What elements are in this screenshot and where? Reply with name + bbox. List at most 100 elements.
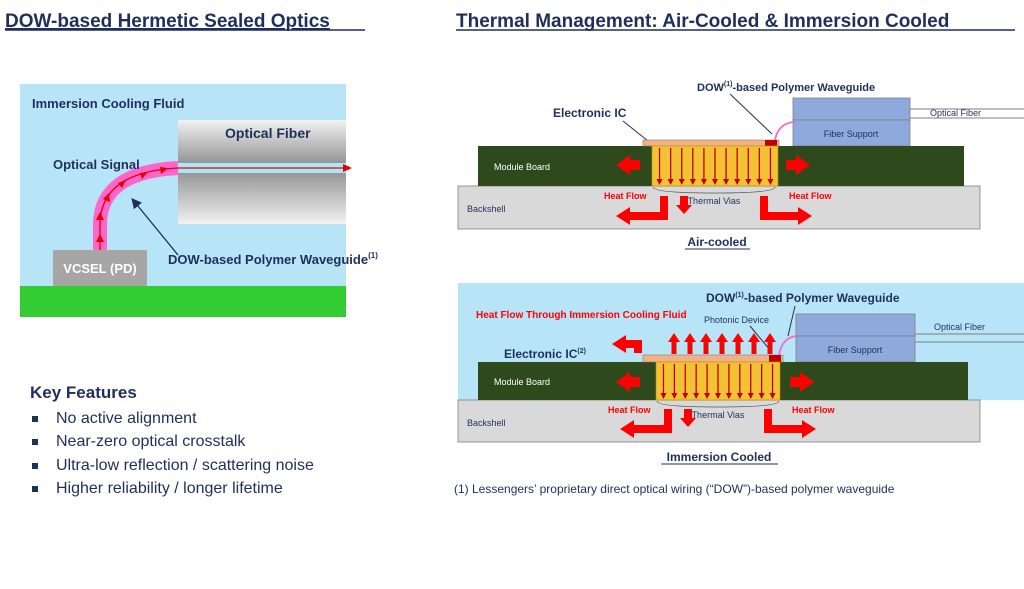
imm-fluid-heat-label: Heat Flow Through Immersion Cooling Flui… (476, 310, 687, 321)
imm-heat-flow-left: Heat Flow (608, 405, 652, 415)
air-heat-arrow-left (616, 155, 640, 175)
thermal-via-arrowhead (660, 393, 667, 399)
thermal-via-arrowhead (767, 179, 774, 185)
fiber-label: Optical Fiber (225, 125, 311, 141)
imm-heat-arrow-left (616, 372, 640, 392)
thermal-via-arrowhead (712, 179, 718, 185)
imm-caption: Immersion Cooled (667, 450, 772, 464)
feature-item: Ultra-low reflection / scattering noise (30, 454, 314, 478)
air-module-board-label: Module Board (494, 162, 550, 172)
vcsel-block (53, 250, 147, 286)
imm-heat-arrow-down-left (620, 409, 672, 438)
air-vias-brace (652, 186, 776, 194)
air-heat-arrow-right (786, 155, 810, 175)
left-title: DOW-based Hermetic Sealed Optics (5, 11, 330, 32)
key-features: Key Features No active alignment Near-ze… (30, 383, 314, 501)
bullet-icon (32, 439, 38, 446)
air-ic-label: Electronic IC (553, 106, 627, 120)
thermal-via-arrowhead (723, 179, 730, 185)
imm-heat-arrow-up (732, 333, 744, 354)
thermal-via-arrowhead (756, 179, 763, 185)
air-fiber-label: Optical Fiber (930, 108, 981, 118)
thermal-via-arrowhead (671, 393, 678, 399)
imm-heat-arrow-right (790, 372, 814, 392)
thermal-via-arrowhead (725, 393, 732, 399)
feature-text: Ultra-low reflection / scattering noise (56, 456, 314, 474)
imm-electronic-ic (642, 354, 784, 363)
air-fiber (792, 97, 911, 121)
thermal-via-arrowhead (758, 393, 765, 399)
bullet-icon (32, 462, 38, 469)
imm-heat-arrow-up (684, 333, 696, 354)
imm-heat-arrow-up (668, 333, 680, 354)
thermal-via-arrowhead (715, 393, 721, 399)
air-backshell (457, 185, 981, 230)
feature-item: Near-zero optical crosstalk (30, 431, 314, 455)
air-fiber-support (792, 119, 911, 147)
imm-heat-arrow-down (680, 409, 696, 427)
thermal-via-arrowhead (682, 393, 689, 399)
thermal-via-arrowhead (656, 179, 663, 185)
thermal-via-arrowhead (689, 179, 696, 185)
imm-fiber (795, 313, 916, 337)
air-cooled-diagram: DOW(1)-based Polymer Waveguide Electroni… (457, 81, 1024, 250)
air-waveguide-pointer (729, 93, 773, 135)
thermal-via-arrowhead (700, 179, 707, 185)
key-features-list: No active alignment Near-zero optical cr… (30, 407, 314, 501)
imm-module-board-label: Module Board (494, 377, 550, 387)
thermal-via-arrowhead (678, 179, 685, 185)
imm-waveguide-curve (778, 335, 797, 356)
air-vias-label: Thermal Vias (688, 196, 741, 206)
bullet-icon (32, 415, 38, 422)
thermal-via-arrowhead (693, 393, 700, 399)
imm-heat-arrow-up-left (612, 335, 642, 353)
air-backshell-label: Backshell (467, 204, 506, 214)
air-caption: Air-cooled (687, 235, 746, 249)
hermetic-optics-diagram: Immersion Cooling Fluid Optical Fiber Op… (20, 84, 378, 317)
air-electronic-ic (642, 139, 780, 147)
air-heat-flow-left: Heat Flow (604, 191, 648, 201)
feature-text: Higher reliability / longer lifetime (56, 480, 283, 498)
thermal-via-arrowhead (734, 179, 741, 185)
imm-heat-arrow-down-right (764, 409, 816, 438)
feature-item: Higher reliability / longer lifetime (30, 478, 314, 502)
imm-ic-label: Electronic IC(2) (504, 347, 586, 361)
air-waveguide-curve (774, 121, 794, 141)
thermal-via-arrowhead (704, 393, 711, 399)
feature-text: No active alignment (56, 409, 197, 427)
imm-fiber-support (795, 335, 916, 363)
thermal-via-arrowhead (747, 393, 754, 399)
imm-heat-up-arrows (668, 333, 776, 354)
imm-backshell-label: Backshell (467, 418, 506, 428)
air-heat-arrow-down-right (760, 196, 812, 225)
imm-photonic-pointer (749, 325, 771, 351)
right-title: Thermal Management: Air-Cooled & Immersi… (456, 11, 949, 32)
imm-vias-brace (656, 400, 780, 408)
signal-label: Optical Signal (53, 157, 140, 172)
air-waveguide-label: DOW(1)-based Polymer Waveguide (697, 81, 875, 94)
thermal-via-arrowhead (745, 179, 752, 185)
imm-fiber-label: Optical Fiber (934, 322, 985, 332)
immersion-cooled-diagram: DOW(1)-based Polymer Waveguide Heat Flow… (457, 283, 1024, 465)
air-heat-flow-right: Heat Flow (789, 191, 833, 201)
air-heat-arrow-down-left (616, 196, 668, 225)
signal-arrowhead (343, 164, 352, 172)
air-thermal-vias (656, 148, 774, 185)
thermal-via-arrowhead (769, 393, 776, 399)
imm-fiber-support-label: Fiber Support (828, 345, 883, 355)
waveguide-label: DOW-based Polymer Waveguide(1) (168, 251, 378, 267)
imm-heat-arrow-up (764, 333, 776, 354)
ground-substrate (20, 286, 346, 317)
fluid-label: Immersion Cooling Fluid (32, 96, 184, 111)
imm-photonic-label: Photonic Device (704, 315, 769, 325)
thermal-via-arrowhead (667, 179, 674, 185)
air-ic-pointer (622, 120, 649, 142)
air-photonic-device (765, 140, 777, 146)
imm-waveguide-pointer (787, 305, 796, 337)
feature-text: Near-zero optical crosstalk (56, 433, 246, 451)
feature-item: No active alignment (30, 407, 314, 431)
imm-thermal-vias (660, 364, 776, 399)
signal-chevrons (96, 167, 168, 242)
waveguide-pointer (131, 197, 179, 256)
